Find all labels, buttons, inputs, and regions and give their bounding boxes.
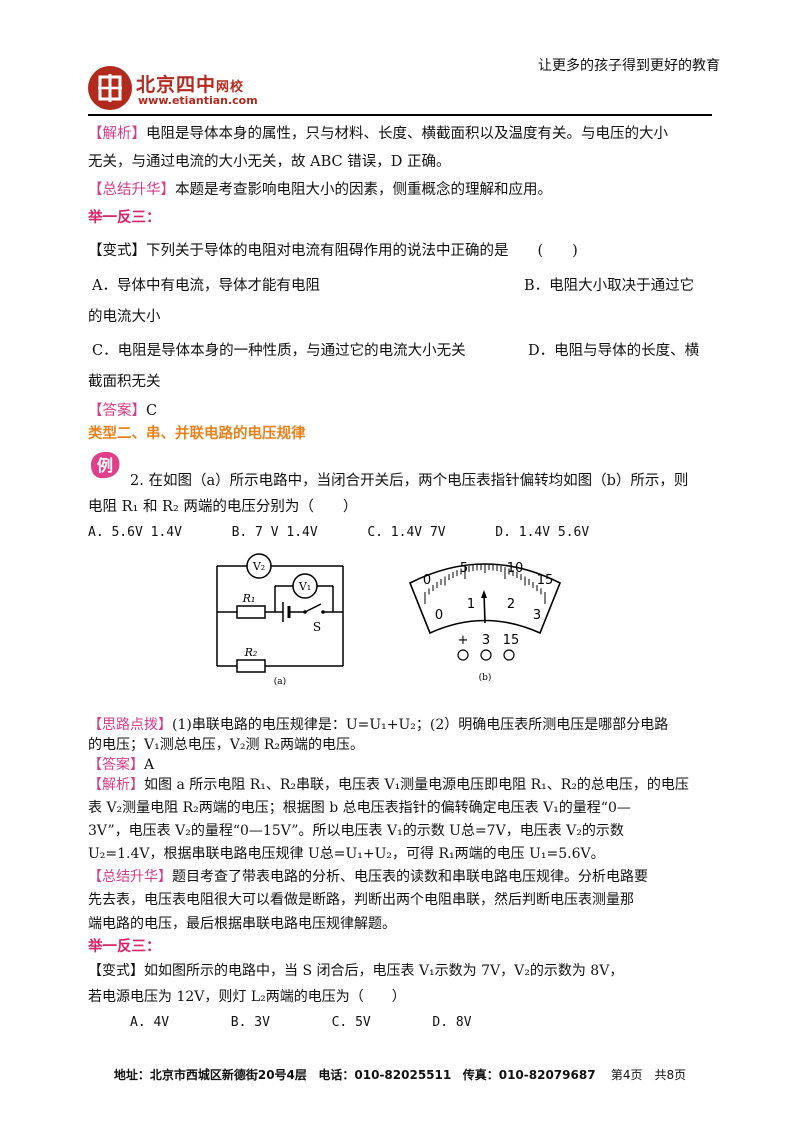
option-b-1: B．电阻大小取决于通过它 [524, 278, 695, 294]
analysis-line-2: 无关，与通过电流的大小无关，故 ABC 错误，D 正确。 [88, 154, 451, 170]
summary2-line-2: 先去表，电压表电阻很大可以看做是断路，判断出两个电阻串联，然后判断电压表测量那 [88, 892, 634, 908]
example-option-b: B. 7 V 1.4V [231, 525, 318, 540]
header-slogan: 让更多的孩子得到更好的教育 [538, 58, 720, 74]
answer-2: 【答案】A [88, 757, 155, 773]
option-b-1-cont: 的电流大小 [88, 309, 161, 325]
terminal-15 [503, 649, 515, 661]
terminal-plus [457, 649, 469, 661]
dial-inner-tick-2: 2 [507, 597, 515, 612]
summary-line: 【总结升华】本题是考查影响电阻大小的因素，侧重概念的理解和应用。 [88, 182, 552, 198]
option-c-1: C．电阻是导体本身的一种性质，与通过它的电流大小无关 [92, 343, 466, 359]
option-d-1: D．电阻与导体的长度、横 [528, 343, 700, 359]
dial-outer-tick-5: 5 [460, 561, 468, 576]
analysis-line-1: 【解析】电阻是导体本身的属性，只与材料、长度、横截面积以及温度有关。与电压的大小 [88, 126, 668, 142]
terminal-15-label: 15 [503, 633, 520, 648]
dial-inner-tick-3: 3 [533, 608, 541, 623]
footer-fax: 传真：010-82079687 [462, 1068, 596, 1082]
example-options: A. 5.6V 1.4V B. 7 V 1.4V C. 1.4V 7V D. 1… [88, 523, 718, 543]
dial-outer-tick-10: 10 [507, 561, 524, 576]
example-option-a: A. 5.6V 1.4V [88, 525, 182, 540]
variant-question-1: 【变式】下列关于导体的电阻对电流有阻碍作用的说法中正确的是 ( ) [88, 243, 578, 259]
voltmeter-dial-b: 0 5 10 15 0 1 2 3 + 3 15 (b) [408, 561, 562, 683]
option-d-1-cont: 截面积无关 [88, 374, 161, 390]
terminal-plus-label: + [458, 633, 469, 648]
example-question-line-1: 2. 在如图（a）所示电路中，当闭合开关后，两个电压表指针偏转均如图（b）所示，… [130, 473, 689, 489]
resistor-r1-label: R₁ [242, 592, 256, 605]
hint-line-1: 【思路点拨】(1)串联电路的电压规律是：U=U₁+U₂；(2）明确电压表所测电压… [88, 717, 669, 733]
analysis2-line-2: 表 V₂测量电阻 R₂两端的电压；根据图 b 总电压表指针的偏转确定电压表 V₁… [88, 800, 631, 816]
example-option-d: D. 1.4V 5.6V [495, 525, 590, 540]
answer-1: 【答案】C [88, 403, 158, 419]
page-footer: 地址：北京市西城区新德街20号4层 电话：010-82025511 传真：010… [70, 1066, 730, 1083]
footer-phone: 电话：010-82025511 [318, 1068, 452, 1082]
figure-a-caption: (a) [274, 676, 286, 687]
logo-emblem-icon [88, 66, 132, 110]
summary2-line-3: 端电路的电压，最后根据串联电路电压规律解题。 [88, 916, 396, 932]
section-title-type2: 类型二、串、并联电路的电压规律 [88, 426, 306, 442]
voltmeter-v1-label: V₁ [298, 580, 311, 593]
hint-line-2: 的电压；V₁测总电压，V₂测 R₂两端的电压。 [88, 737, 365, 753]
terminal-3-label: 3 [482, 633, 490, 648]
option-a-1: A．导体中有电流，导体才能有电阻 [92, 278, 320, 294]
circuit-diagram-a: V₂ V₁ R₁ S R₂ (a) [216, 553, 344, 687]
logo-name: 北京四中网校 [136, 74, 245, 96]
voltmeter-v2-label: V₂ [252, 560, 265, 573]
terminal-3 [480, 649, 492, 661]
variant2-line-1: 【变式】如如图所示的电路中，当 S 闭合后，电压表 V₁示数为 7V，V₂的示数… [88, 963, 624, 979]
dial-outer-tick-15: 15 [537, 573, 554, 588]
footer-page-number: 第4页 共8页 [610, 1068, 687, 1082]
resistor-r2-label: R₂ [244, 646, 258, 659]
variant2-line-2: 若电源电压为 12V，则灯 L₂两端的电压为（ ） [88, 989, 406, 1005]
footer-address: 地址：北京市西城区新德街20号4层 [113, 1068, 307, 1082]
variant2-option-c: C. 5V [331, 1015, 371, 1030]
example-badge: 例 [88, 450, 122, 480]
summary2-line-1: 【总结升华】题目考查了带表电路的分析、电压表的读数和串联电路电压规律。分析电路要 [88, 869, 648, 885]
svg-text:例: 例 [97, 456, 113, 475]
practice-heading-1: 举一反三： [88, 210, 161, 226]
analysis2-line-4: U₂=1.4V，根据串联电路电压规律 U总=U₁+U₂，可得 R₁两端的电压 U… [88, 846, 605, 862]
practice-heading-2: 举一反三： [88, 939, 161, 955]
analysis2-line-3: 3V”，电压表 V₂的量程“0—15V”。所以电压表 V₁的示数 U总=7V，电… [88, 823, 624, 839]
variant2-option-a: A. 4V [130, 1015, 170, 1030]
dial-outer-tick-0: 0 [423, 573, 431, 588]
example-question-line-2: 电阻 R₁ 和 R₂ 两端的电压分别为（ ） [88, 499, 358, 515]
variant2-option-d: D. 8V [432, 1015, 472, 1030]
switch-s-label: S [313, 620, 321, 634]
logo-url: www.etiantian.com [138, 94, 258, 107]
figure-b-caption: (b) [479, 672, 492, 683]
dial-inner-tick-1: 1 [467, 597, 475, 612]
header-rule [88, 114, 712, 116]
dial-inner-tick-0: 0 [435, 608, 443, 623]
variant2-options: A. 4V B. 3V C. 5V D. 8V [130, 1013, 550, 1033]
variant2-option-b: B. 3V [230, 1015, 270, 1030]
analysis2-line-1: 【解析】如图 a 所示电阻 R₁、R₂串联，电压表 V₁测量电源电压即电阻 R₁… [88, 777, 689, 793]
school-logo[interactable]: 北京四中网校 www.etiantian.com [88, 66, 288, 112]
example-option-c: C. 1.4V 7V [367, 525, 446, 540]
